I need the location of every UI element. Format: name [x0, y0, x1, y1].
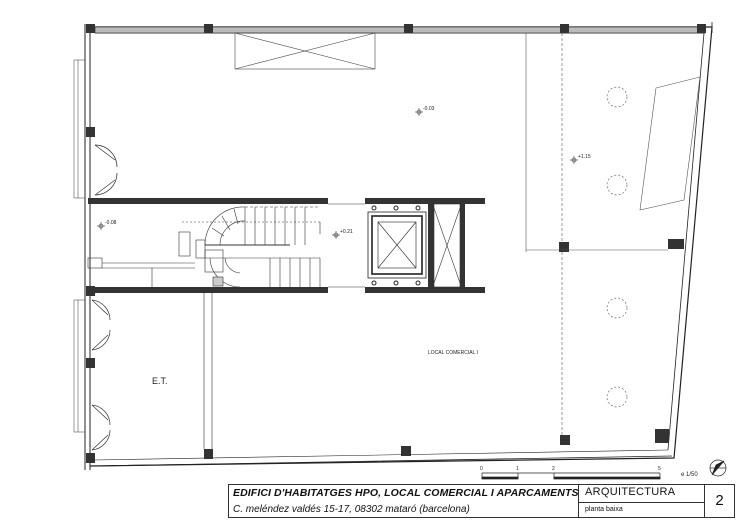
scale-bar — [481, 472, 661, 480]
sheet-number: 2 — [715, 492, 724, 509]
elevator — [367, 205, 427, 286]
level-markers — [97, 108, 578, 239]
left-glazing — [73, 59, 85, 433]
upper-zone — [525, 33, 701, 435]
level-entrance: -0.08 — [105, 220, 117, 226]
project-address: C. meléndez valdés 15-17, 08302 mataró (… — [233, 504, 470, 515]
department-label: ARQUITECTURA — [585, 486, 676, 498]
title-block-divider — [578, 502, 704, 503]
scale-ratio: e 1/50 — [681, 472, 698, 478]
room-label-et: E.T. — [152, 376, 168, 386]
sheet-name: planta baixa — [585, 506, 623, 513]
project-title: EDIFICI D'HABITATGES HPO, LOCAL COMERCIA… — [233, 487, 579, 499]
corridor — [87, 257, 195, 287]
title-block-divider — [578, 485, 579, 517]
skylight — [234, 32, 376, 70]
north-arrow-icon — [709, 459, 727, 477]
scale-tick-2: 2 — [552, 466, 555, 472]
core-walls — [88, 198, 485, 293]
core-detail — [203, 203, 461, 449]
scale-tick-5: 5 — [658, 466, 661, 472]
title-block: EDIFICI D'HABITATGES HPO, LOCAL COMERCIA… — [228, 484, 735, 518]
level-main: -0.03 — [423, 106, 435, 112]
scale-tick-0: 0 — [480, 466, 483, 472]
room-label-local-comercial: LOCAL COMERCIAL I — [428, 350, 478, 356]
entrance-doors — [91, 144, 118, 451]
staircase — [178, 206, 321, 288]
scale-tick-1: 1 — [516, 466, 519, 472]
structural-columns — [86, 24, 706, 463]
level-stair: +0.21 — [340, 229, 353, 235]
title-block-divider — [704, 485, 705, 517]
top-facade-hatch — [94, 26, 706, 34]
level-upper: +1.15 — [578, 154, 591, 160]
